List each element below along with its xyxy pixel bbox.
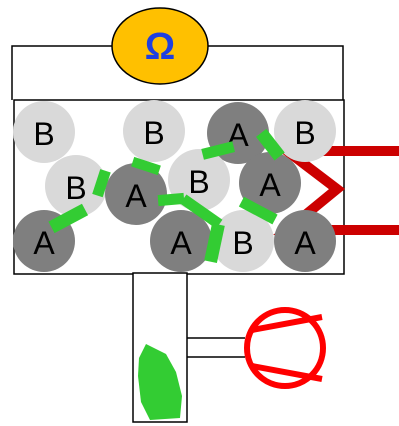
circuit-wire [11, 45, 344, 100]
particle-a: A [150, 210, 212, 272]
particle-b: B [45, 155, 107, 217]
svg-text:A: A [33, 225, 55, 261]
ohmmeter: Ω [111, 7, 209, 85]
bond-link [201, 141, 235, 160]
bond-links [48, 128, 285, 264]
particle-a: A [105, 163, 167, 225]
svg-text:B: B [294, 115, 315, 151]
particle-b: B [123, 100, 185, 162]
svg-text:B: B [232, 225, 253, 261]
bond-link [256, 128, 285, 161]
particle-b: B [212, 210, 274, 272]
pump-symbol-icon [244, 307, 326, 389]
bond-link [157, 192, 185, 207]
svg-text:A: A [294, 225, 316, 261]
bond-link [204, 223, 225, 264]
pump-pipe [187, 337, 245, 358]
collected-material-shape [138, 344, 182, 420]
svg-text:B: B [65, 170, 86, 206]
particle-a: A [274, 210, 336, 272]
particles-layer: B B B A B B A A A A A B [13, 100, 336, 272]
bond-link [131, 156, 161, 176]
particle-b: B [274, 100, 336, 162]
svg-text:B: B [143, 115, 164, 151]
bond-link [238, 196, 278, 225]
svg-text:B: B [188, 164, 209, 200]
ohm-symbol: Ω [145, 26, 175, 68]
svg-text:B: B [33, 116, 54, 152]
svg-text:A: A [259, 167, 281, 203]
bond-link [92, 169, 111, 198]
svg-text:A: A [170, 225, 192, 261]
svg-text:A: A [125, 178, 147, 214]
bond-link [48, 203, 89, 234]
particle-a: A [239, 152, 301, 214]
bond-link [180, 194, 223, 229]
particle-b: B [13, 101, 75, 163]
ohmmeter-body [111, 7, 209, 85]
